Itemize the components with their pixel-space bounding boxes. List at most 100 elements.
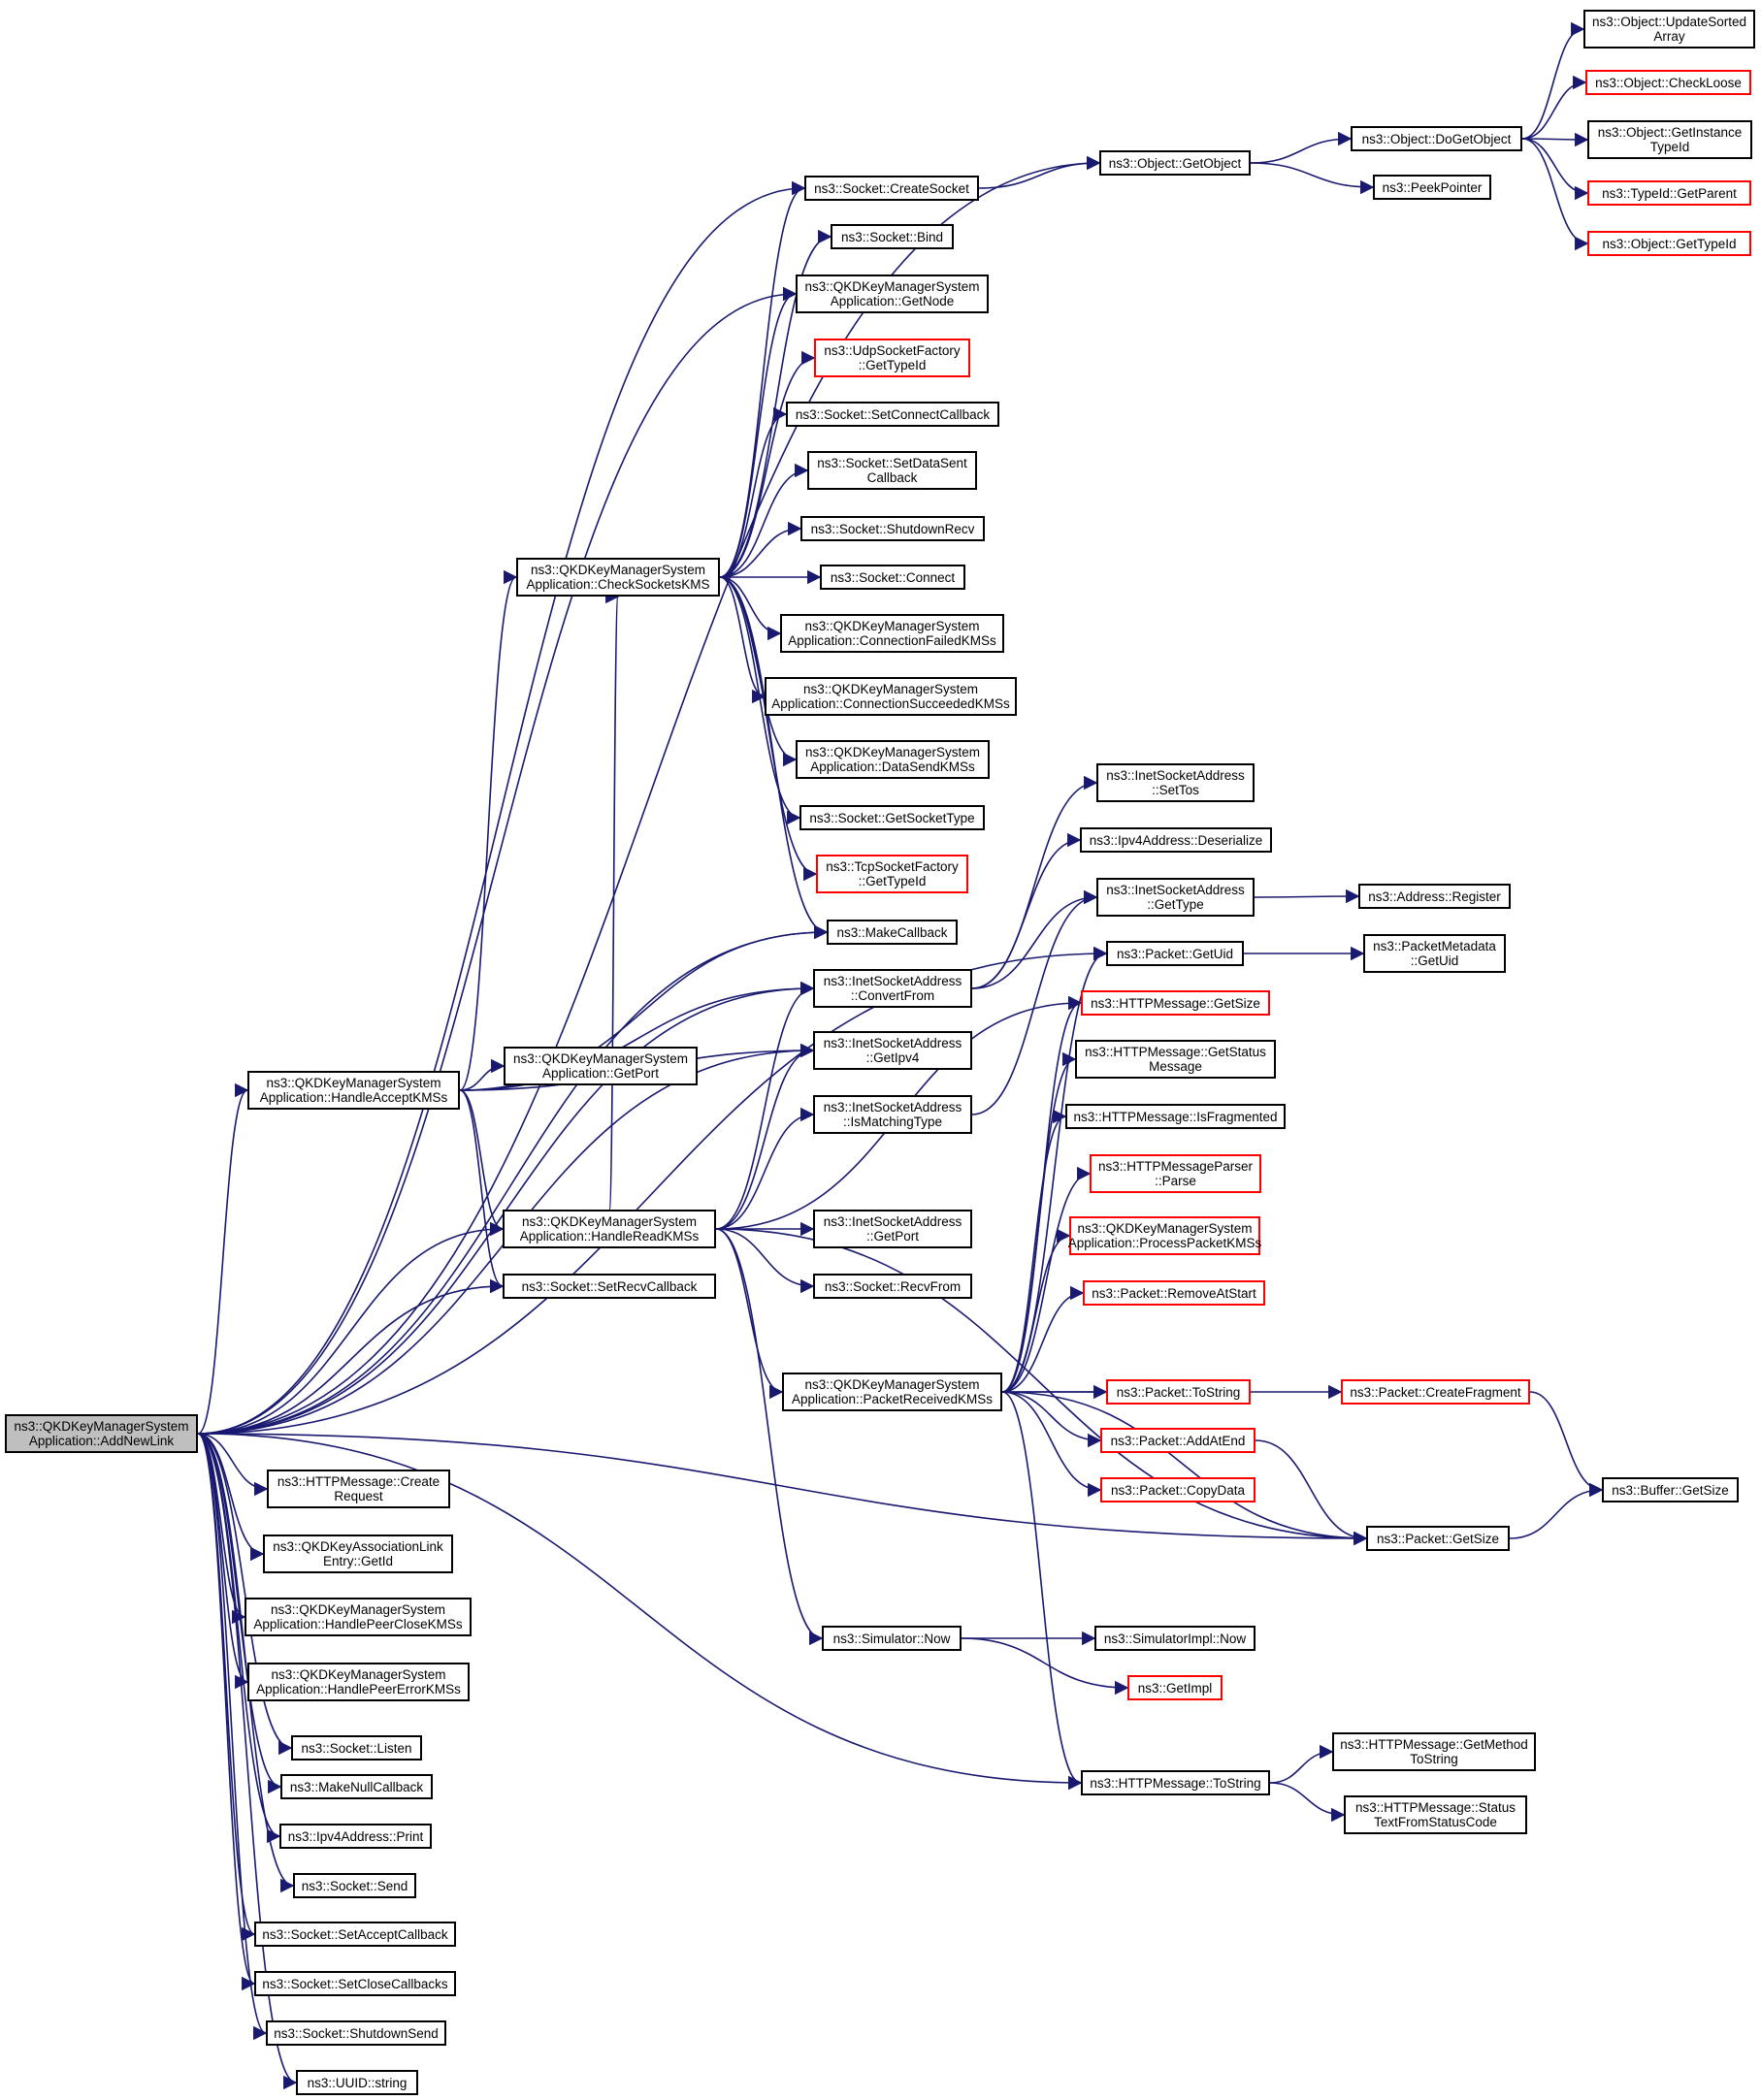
graph-node-root[interactable]: ns3::QKDKeyManagerSystem Application::Ad… <box>5 1414 198 1453</box>
graph-node-connfail[interactable]: ns3::QKDKeyManagerSystem Application::Co… <box>780 614 1004 653</box>
graph-node-settos[interactable]: ns3::InetSocketAddress ::SetTos <box>1096 763 1255 802</box>
graph-node-linkid[interactable]: ns3::QKDKeyAssociationLink Entry::GetId <box>263 1535 453 1573</box>
graph-node-pktgetuid[interactable]: ns3::Packet::GetUid <box>1106 941 1244 966</box>
graph-node-bufsize[interactable]: ns3::Buffer::GetSize <box>1602 1477 1739 1502</box>
graph-node-pktsize[interactable]: ns3::Packet::GetSize <box>1366 1526 1510 1551</box>
edge-root-to-getnode <box>197 286 798 1435</box>
graph-node-connect[interactable]: ns3::Socket::Connect <box>820 565 965 590</box>
graph-node-peererror[interactable]: ns3::QKDKeyManagerSystem Application::Ha… <box>247 1663 470 1701</box>
edge-doget-to-getparent <box>1521 138 1589 201</box>
graph-node-createfrag[interactable]: ns3::Packet::CreateFragment <box>1341 1379 1530 1405</box>
graph-node-httptostr[interactable]: ns3::HTTPMessage::ToString <box>1081 1770 1270 1795</box>
edge-root-to-pktgetuid <box>197 946 1108 1435</box>
graph-node-listen[interactable]: ns3::Socket::Listen <box>291 1735 422 1761</box>
graph-node-createreq[interactable]: ns3::HTTPMessage::Create Request <box>267 1470 450 1508</box>
graph-node-tcptid[interactable]: ns3::TcpSocketFactory ::GetTypeId <box>816 855 968 893</box>
edge-pktrecv-to-pktsize <box>1001 1391 1368 1546</box>
edge-handleread-to-convfrom <box>715 981 815 1230</box>
graph-node-inetgettype[interactable]: ns3::InetSocketAddress ::GetType <box>1096 878 1255 917</box>
graph-node-setaccept[interactable]: ns3::Socket::SetAcceptCallback <box>254 1922 456 1947</box>
edge-doget-to-updsorted <box>1521 21 1585 140</box>
edge-root-to-makecb <box>197 924 829 1435</box>
graph-node-uuid[interactable]: ns3::UUID::string <box>296 2070 418 2095</box>
graph-node-setdatasent[interactable]: ns3::Socket::SetDataSent Callback <box>807 451 977 490</box>
edge-root-to-handleread <box>197 1221 505 1435</box>
graph-node-getobject[interactable]: ns3::Object::GetObject <box>1099 150 1251 176</box>
graph-node-addrreg[interactable]: ns3::Address::Register <box>1358 884 1511 909</box>
edge-checksock-to-connsucc <box>719 576 766 704</box>
graph-node-checkloose[interactable]: ns3::Object::CheckLoose <box>1585 70 1751 95</box>
edge-convfrom-to-inetgettype <box>971 889 1098 989</box>
edge-root-to-createreq <box>197 1433 269 1497</box>
graph-node-accept[interactable]: ns3::QKDKeyManagerSystem Application::Ha… <box>247 1071 460 1110</box>
graph-node-updsorted[interactable]: ns3::Object::UpdateSorted Array <box>1583 10 1755 48</box>
graph-node-getmethod[interactable]: ns3::HTTPMessage::GetMethod ToString <box>1332 1732 1536 1771</box>
graph-node-procpkt[interactable]: ns3::QKDKeyManagerSystem Application::Pr… <box>1068 1216 1261 1255</box>
graph-node-deser[interactable]: ns3::Ipv4Address::Deserialize <box>1080 827 1272 853</box>
graph-node-peek[interactable]: ns3::PeekPointer <box>1373 175 1491 200</box>
edge-checksock-to-setdatasent <box>719 463 809 578</box>
edge-createfrag-to-bufsize <box>1529 1391 1604 1498</box>
graph-node-getnode[interactable]: ns3::QKDKeyManagerSystem Application::Ge… <box>796 275 989 313</box>
graph-node-createsock[interactable]: ns3::Socket::CreateSocket <box>804 176 979 201</box>
graph-node-remstart[interactable]: ns3::Packet::RemoveAtStart <box>1083 1280 1265 1306</box>
graph-node-simimplnow[interactable]: ns3::SimulatorImpl::Now <box>1094 1626 1256 1651</box>
edge-pktrecv-to-procpkt <box>1001 1228 1071 1393</box>
edge-root-to-httptostr <box>197 1433 1083 1791</box>
graph-node-doget[interactable]: ns3::Object::DoGetObject <box>1351 126 1522 151</box>
graph-node-send[interactable]: ns3::Socket::Send <box>293 1873 416 1898</box>
graph-node-getinst[interactable]: ns3::Object::GetInstance TypeId <box>1587 120 1752 159</box>
graph-node-makecb[interactable]: ns3::MakeCallback <box>827 920 958 945</box>
graph-node-httpstatusmsg[interactable]: ns3::HTTPMessage::GetStatus Message <box>1075 1040 1276 1079</box>
edge-pktrecv-to-addatend <box>1001 1391 1102 1448</box>
edge-addatend-to-pktsize <box>1255 1439 1368 1546</box>
edge-root-to-createsock <box>197 180 806 1435</box>
edge-accept-to-setrecv <box>459 1089 505 1294</box>
graph-node-makenull[interactable]: ns3::MakeNullCallback <box>280 1774 433 1799</box>
graph-node-copydata[interactable]: ns3::Packet::CopyData <box>1100 1477 1256 1502</box>
graph-node-convfrom[interactable]: ns3::InetSocketAddress ::ConvertFrom <box>813 969 972 1008</box>
graph-node-getimpl[interactable]: ns3::GetImpl <box>1127 1675 1223 1700</box>
graph-node-peerclose[interactable]: ns3::QKDKeyManagerSystem Application::Ha… <box>245 1598 472 1636</box>
graph-node-pktrecv[interactable]: ns3::QKDKeyManagerSystem Application::Pa… <box>782 1373 1002 1411</box>
graph-node-ismatch[interactable]: ns3::InetSocketAddress ::IsMatchingType <box>813 1095 972 1134</box>
graph-node-httpfrag[interactable]: ns3::HTTPMessage::IsFragmented <box>1065 1104 1286 1129</box>
graph-node-shutsend[interactable]: ns3::Socket::ShutdownSend <box>266 2020 446 2046</box>
graph-node-handleread[interactable]: ns3::QKDKeyManagerSystem Application::Ha… <box>503 1210 716 1248</box>
graph-node-bind[interactable]: ns3::Socket::Bind <box>831 224 954 249</box>
graph-node-setclose[interactable]: ns3::Socket::SetCloseCallbacks <box>254 1971 456 1996</box>
edge-checksock-to-setconn <box>719 406 788 578</box>
graph-node-getparent[interactable]: ns3::TypeId::GetParent <box>1587 180 1751 206</box>
graph-node-getipv4[interactable]: ns3::InetSocketAddress ::GetIpv4 <box>813 1031 972 1070</box>
graph-node-datasend[interactable]: ns3::QKDKeyManagerSystem Application::Da… <box>796 740 990 779</box>
graph-node-addatend[interactable]: ns3::Packet::AddAtEnd <box>1100 1428 1256 1453</box>
edge-handleread-to-pktrecv <box>715 1228 784 1400</box>
graph-node-appgetport[interactable]: ns3::QKDKeyManagerSystem Application::Ge… <box>504 1047 698 1085</box>
graph-node-setrecv[interactable]: ns3::Socket::SetRecvCallback <box>503 1274 716 1299</box>
edge-pktrecv-to-httpstatusmsg <box>1001 1051 1077 1393</box>
graph-node-inetgetport[interactable]: ns3::InetSocketAddress ::GetPort <box>813 1210 972 1248</box>
graph-node-simnow[interactable]: ns3::Simulator::Now <box>822 1626 962 1651</box>
graph-node-getsocktype[interactable]: ns3::Socket::GetSocketType <box>799 805 985 830</box>
graph-node-gettypeid[interactable]: ns3::Object::GetTypeId <box>1587 231 1751 256</box>
graph-node-statustext[interactable]: ns3::HTTPMessage::Status TextFromStatusC… <box>1344 1795 1527 1834</box>
graph-node-checksock[interactable]: ns3::QKDKeyManagerSystem Application::Ch… <box>516 558 720 597</box>
graph-node-udptid[interactable]: ns3::UdpSocketFactory ::GetTypeId <box>814 339 970 377</box>
graph-node-parse[interactable]: ns3::HTTPMessageParser ::Parse <box>1090 1154 1261 1193</box>
graph-node-recvfrom[interactable]: ns3::Socket::RecvFrom <box>813 1274 972 1299</box>
graph-node-pkttostr[interactable]: ns3::Packet::ToString <box>1106 1379 1251 1405</box>
graph-node-connsucc[interactable]: ns3::QKDKeyManagerSystem Application::Co… <box>765 677 1017 716</box>
edge-handleread-to-simnow <box>715 1228 824 1646</box>
graph-node-ipv4print[interactable]: ns3::Ipv4Address::Print <box>279 1824 432 1849</box>
edge-handleread-to-ismatch <box>715 1107 815 1230</box>
graph-node-setconn[interactable]: ns3::Socket::SetConnectCallback <box>786 402 999 427</box>
edge-getobject-to-doget <box>1250 131 1353 164</box>
edge-doget-to-getinst <box>1521 132 1589 147</box>
edge-checksock-to-connfail <box>719 576 782 641</box>
edge-checksock-to-shutrecv <box>719 521 802 578</box>
graph-node-shutrecv[interactable]: ns3::Socket::ShutdownRecv <box>800 516 985 541</box>
graph-node-httpgetsize[interactable]: ns3::HTTPMessage::GetSize <box>1081 990 1270 1016</box>
edge-root-to-setclose <box>197 1433 256 1990</box>
graph-node-metauid[interactable]: ns3::PacketMetadata ::GetUid <box>1363 934 1506 973</box>
